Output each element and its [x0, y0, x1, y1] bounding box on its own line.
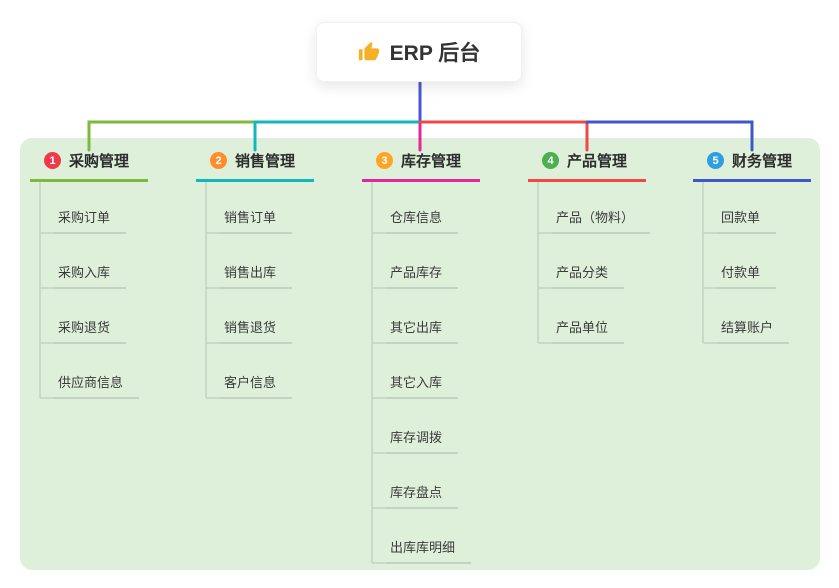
node-settlement-account[interactable]: 结算账户: [717, 320, 790, 344]
node-product-category[interactable]: 产品分类: [552, 265, 625, 289]
node-stock-transfer[interactable]: 库存调拨: [386, 430, 459, 454]
node-product-unit[interactable]: 产品单位: [552, 320, 625, 344]
branch-1-badge-icon: 1: [44, 152, 61, 169]
branch-3-badge-icon: 3: [376, 152, 393, 169]
node-purchase-return[interactable]: 采购退货: [54, 320, 127, 344]
node-inventory-mgmt[interactable]: 3 库存管理: [362, 150, 480, 182]
thumbs-up-icon: [358, 41, 379, 61]
node-sales-order[interactable]: 销售订单: [220, 210, 293, 234]
node-product-mgmt[interactable]: 4 产品管理: [528, 150, 646, 182]
node-product-stock[interactable]: 产品库存: [386, 265, 459, 289]
node-outbound-detail[interactable]: 出库库明细: [386, 540, 472, 564]
node-purchase-mgmt[interactable]: 1 采购管理: [30, 150, 148, 182]
node-finance-mgmt[interactable]: 5 财务管理: [693, 150, 811, 182]
node-sales-mgmt[interactable]: 2 销售管理: [196, 150, 314, 182]
node-purchase-inbound[interactable]: 采购入库: [54, 265, 127, 289]
node-purchase-order[interactable]: 采购订单: [54, 210, 127, 234]
node-supplier-info[interactable]: 供应商信息: [54, 375, 140, 399]
branch-5-badge-icon: 5: [707, 152, 724, 169]
branch-3-label: 库存管理: [401, 153, 462, 170]
node-customer-info[interactable]: 客户信息: [220, 375, 293, 399]
node-warehouse-info[interactable]: 仓库信息: [386, 210, 459, 234]
node-receipt-doc[interactable]: 回款单: [717, 210, 777, 234]
root-node-erp-backend[interactable]: ERP 后台: [316, 22, 522, 82]
branch-4-label: 产品管理: [567, 153, 628, 170]
node-payment-doc[interactable]: 付款单: [717, 265, 777, 289]
node-other-inbound[interactable]: 其它入库: [386, 375, 459, 399]
branch-2-label: 销售管理: [235, 153, 296, 170]
node-other-outbound[interactable]: 其它出库: [386, 320, 459, 344]
branch-5-label: 财务管理: [732, 153, 793, 170]
node-stock-count[interactable]: 库存盘点: [386, 485, 459, 509]
branch-4-badge-icon: 4: [542, 152, 559, 169]
branch-2-badge-icon: 2: [210, 152, 227, 169]
branch-1-label: 采购管理: [69, 153, 130, 170]
root-node-label: ERP 后台: [389, 42, 481, 65]
node-sales-return[interactable]: 销售退货: [220, 320, 293, 344]
branches-background-panel: [20, 138, 820, 570]
node-sales-outbound[interactable]: 销售出库: [220, 265, 293, 289]
node-product-material[interactable]: 产品（物料）: [552, 210, 651, 234]
